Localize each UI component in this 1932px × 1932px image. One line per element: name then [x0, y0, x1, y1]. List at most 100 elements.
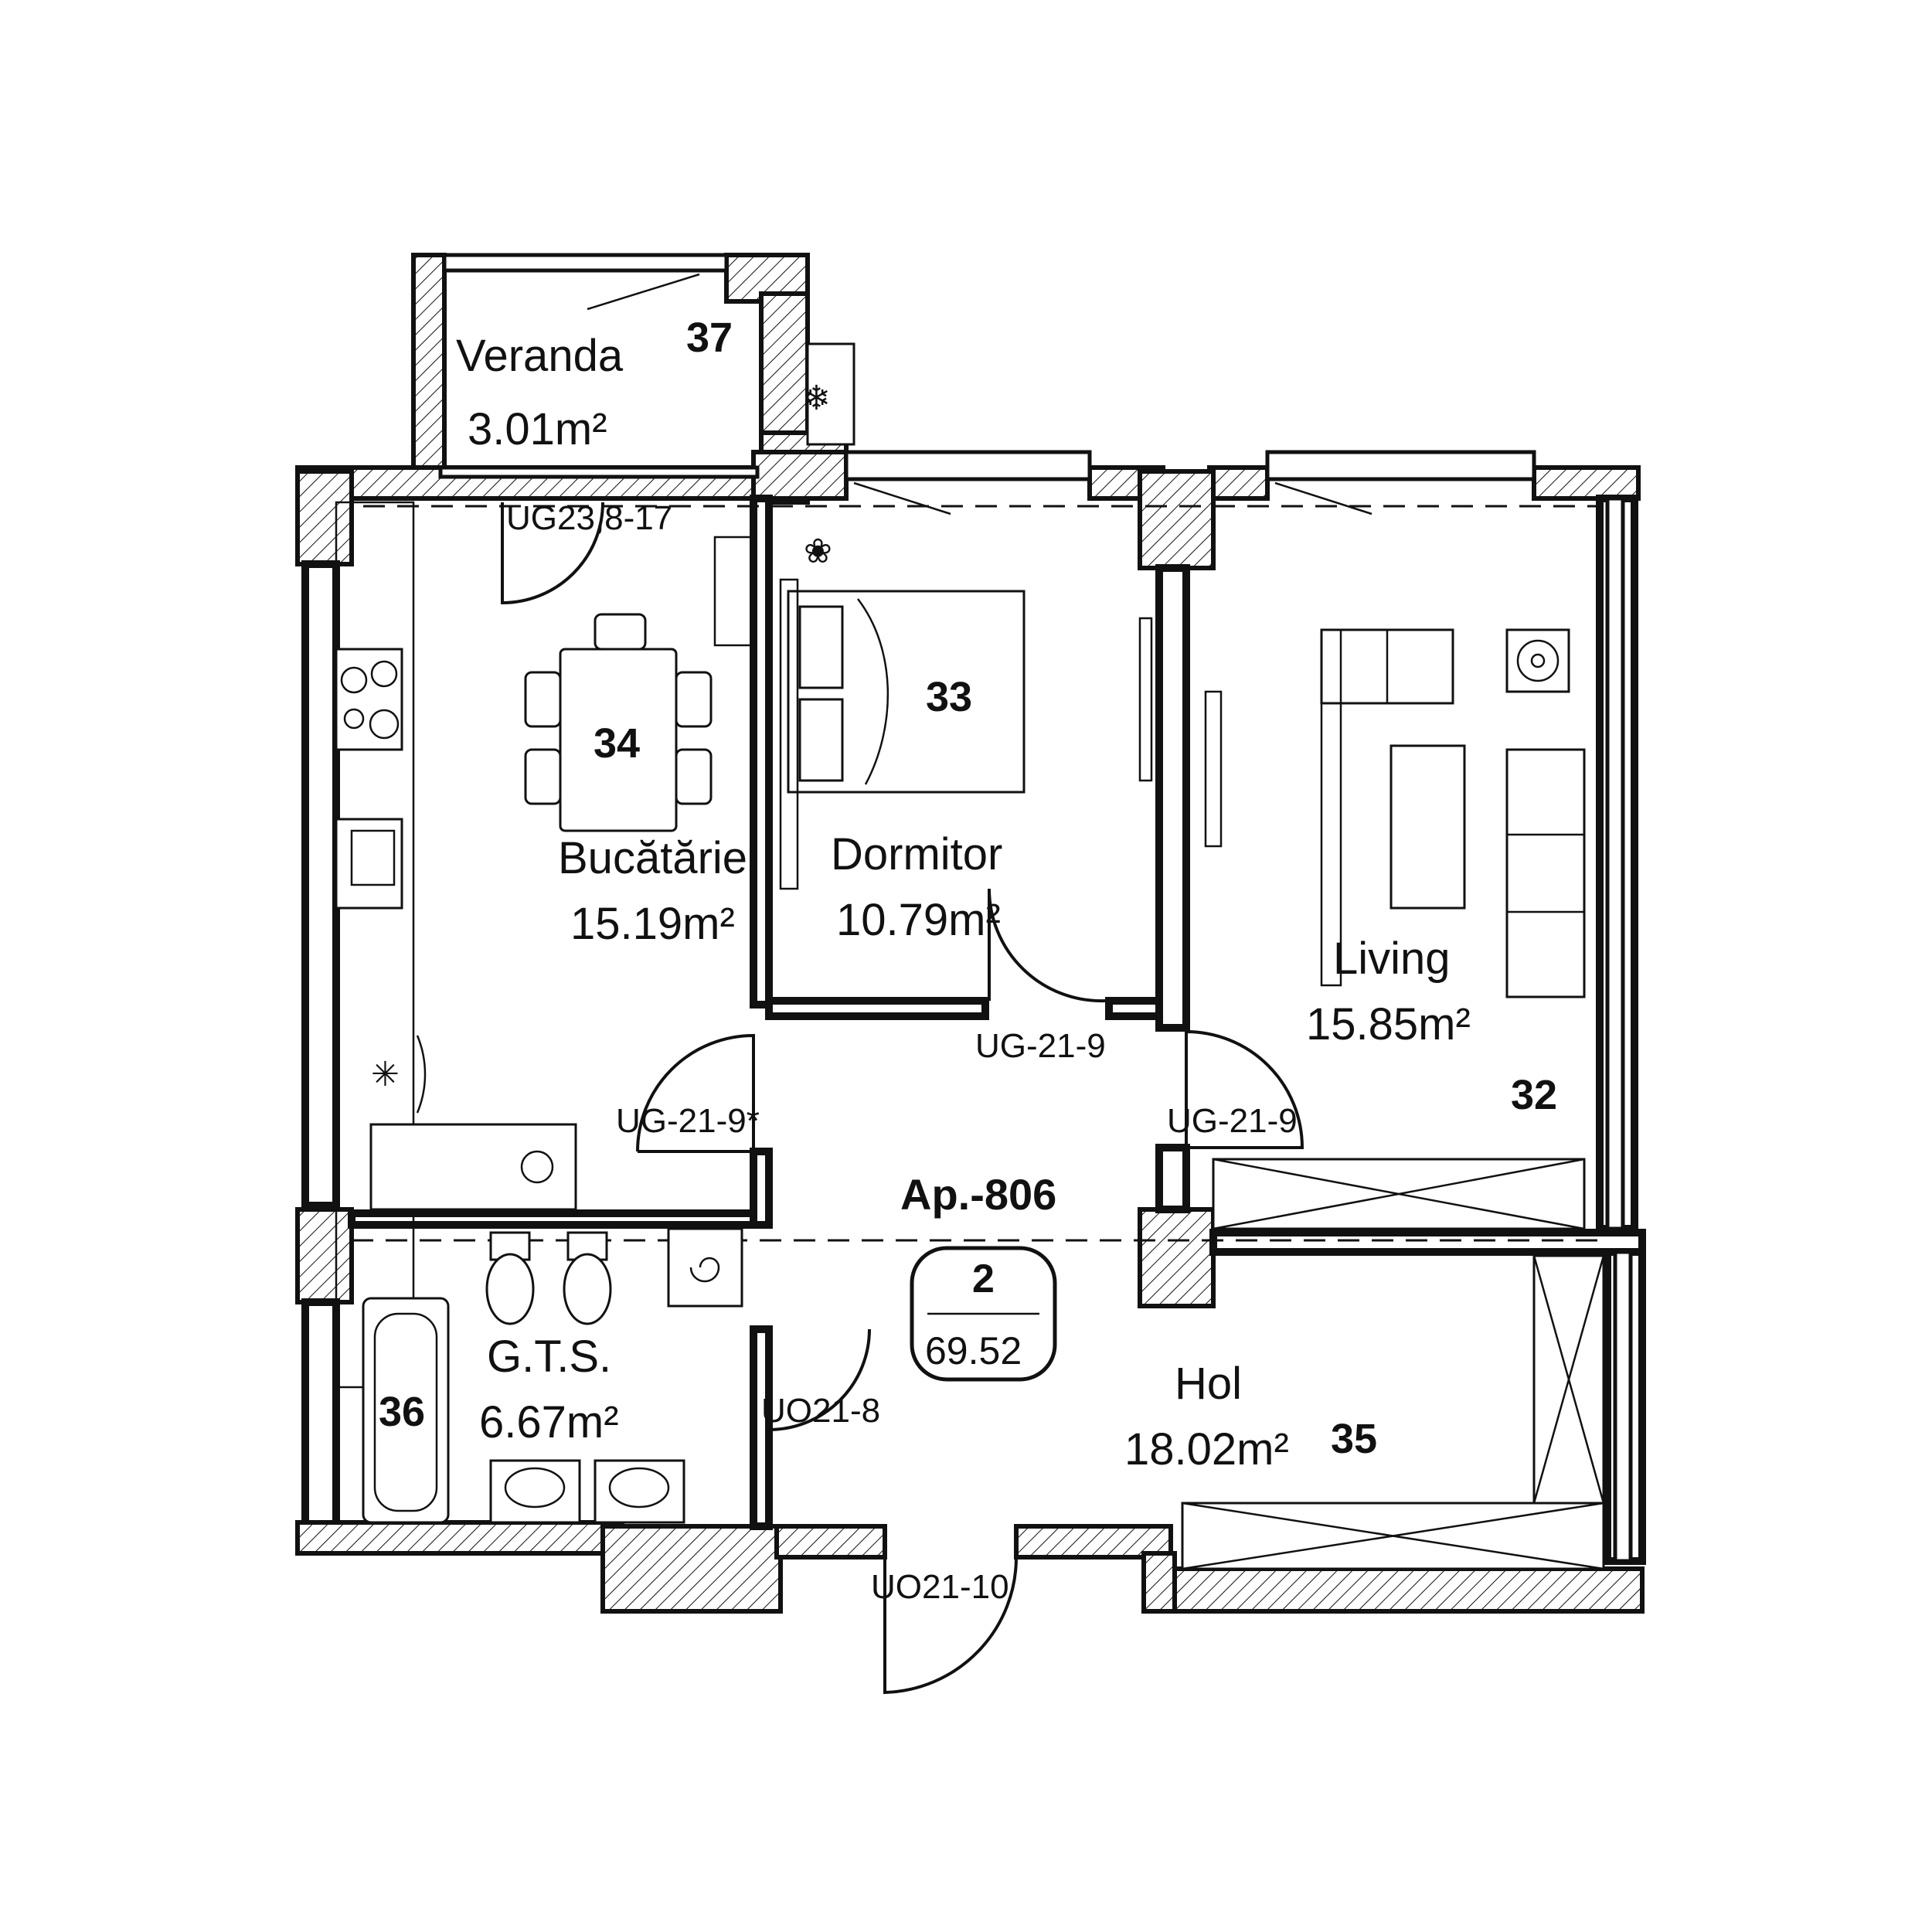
- living-radiator: [1204, 690, 1223, 848]
- kitchen-area: 15.19m²: [570, 899, 735, 949]
- snowflake-icon: ❄: [802, 379, 831, 417]
- apartment-badge: Ap.-806 2 69.52: [900, 1170, 1057, 1382]
- south-wall-bath: [295, 1520, 624, 1556]
- washing-machine: [667, 1227, 743, 1308]
- kitchen-name: Bucătărie: [558, 833, 747, 883]
- bedroom-radiator: [779, 578, 799, 890]
- west-wall-mid: [295, 1207, 354, 1304]
- north-wall-b: [1207, 465, 1270, 501]
- blanket-fold: [857, 598, 889, 785]
- bedroom-furniture: ❀: [779, 532, 1153, 890]
- kitchen-furniture: ✳: [335, 501, 755, 1389]
- bedroom-number: 33: [926, 674, 972, 720]
- burner-3: [343, 708, 365, 730]
- kitchen-hall-partition: [750, 1148, 773, 1229]
- corner-cabinet-arc: [416, 1035, 427, 1114]
- bedroom-south-wall-a: [765, 997, 989, 1020]
- bedroom-door-swing[interactable]: [988, 888, 1106, 1003]
- apartment-label: Ap.-806: [900, 1170, 1056, 1219]
- kitchen-number: 34: [594, 720, 640, 767]
- living-window: [1265, 450, 1536, 481]
- living-door-swing[interactable]: [1185, 1030, 1304, 1149]
- hall-furniture: [1181, 1254, 1605, 1570]
- south-wall-hall: [1172, 1566, 1645, 1614]
- kitchen-door-swing[interactable]: [636, 1033, 755, 1153]
- tv-console: [1320, 628, 1342, 987]
- veranda-glass-door: [438, 465, 760, 479]
- living-furniture: [1204, 628, 1586, 1230]
- wardrobe-cross-2: [1213, 1158, 1585, 1230]
- washer-drum: [689, 1257, 720, 1283]
- sink-1-basin: [504, 1467, 566, 1509]
- entrance-door-swing[interactable]: [883, 1556, 1018, 1695]
- bedroom-window: [844, 450, 1092, 481]
- kitchen-bath-partition: [348, 1209, 757, 1229]
- west-wall-top: [295, 469, 354, 566]
- veranda-door-code: UG23,8-17: [506, 499, 672, 537]
- sink-1: [489, 1459, 581, 1524]
- appliance-dial: [520, 1150, 554, 1184]
- rooms-count: 2: [972, 1257, 995, 1301]
- west-wall: [301, 560, 340, 1209]
- kitchen-radiator: [713, 536, 755, 647]
- living-number: 32: [1511, 1072, 1557, 1118]
- north-wall-mid: [751, 450, 849, 501]
- burner-1: [340, 666, 368, 694]
- ac-unit: ❄: [802, 342, 855, 446]
- veranda-window: [442, 253, 729, 273]
- living-opening-line: [1274, 481, 1372, 515]
- toilet-2: [563, 1253, 612, 1325]
- living-east-window: [1605, 496, 1625, 1231]
- kitchen-door-code: UG-21-9*: [616, 1102, 760, 1140]
- living-hall-partition: [1155, 1144, 1190, 1213]
- total-area: 69.52: [925, 1329, 1022, 1372]
- living-door-code: UG-21-9: [1167, 1102, 1298, 1140]
- south-wall-entry-right: [1014, 1524, 1173, 1560]
- chair-top: [594, 613, 647, 651]
- ac-box: [806, 342, 855, 446]
- windows: [352, 253, 1633, 1563]
- doors: [501, 502, 1304, 1695]
- bedroom-name: Dormitor: [831, 829, 1002, 879]
- south-wall-entry-left: [774, 1524, 887, 1560]
- veranda-west-wall: [411, 253, 447, 474]
- veranda-number: 37: [686, 315, 733, 361]
- living-hall-wall: [1209, 1229, 1646, 1256]
- bedroom-area: 10.79m²: [836, 895, 1001, 945]
- bathroom-door-code: UO21-8: [761, 1392, 880, 1430]
- bedroom-door-code: UG-21-9: [975, 1027, 1106, 1065]
- cooktop: [335, 648, 403, 751]
- bathroom-door-swing[interactable]: [767, 1328, 871, 1432]
- hall-wardrobe-cross-2: [1182, 1502, 1604, 1570]
- kitchen-bedroom-partition: [750, 495, 773, 1009]
- sofa: [1505, 748, 1586, 998]
- gts-number: 36: [379, 1389, 425, 1435]
- south-shaft: [600, 1524, 783, 1614]
- gts-name: G.T.S.: [487, 1332, 611, 1382]
- coffee-table: [1389, 744, 1466, 910]
- structural-column-north: [1138, 469, 1216, 570]
- structural-column-center: [1138, 1207, 1216, 1308]
- south-step: [1141, 1551, 1177, 1614]
- bathtub-inner: [373, 1312, 438, 1512]
- chair-right-2: [675, 748, 713, 805]
- chair-left-1: [524, 671, 562, 728]
- veranda-area: 3.01m²: [468, 404, 607, 454]
- veranda-opening-line: [587, 273, 700, 311]
- bedroom-opening-line: [853, 481, 951, 515]
- burner-2: [370, 660, 398, 688]
- chair-right-1: [675, 671, 713, 728]
- door-labels: UG23,8-17 UG-21-9* UG-21-9 UG-21-9 UO21-…: [506, 499, 1298, 1606]
- veranda-door-swing[interactable]: [501, 502, 604, 605]
- hall-east-window: [1613, 1250, 1633, 1563]
- hall-side-cross-2: [1532, 1255, 1605, 1504]
- lamp-inner: [1530, 653, 1546, 668]
- gts-area: 6.67m²: [479, 1397, 619, 1447]
- side-table: [1505, 628, 1570, 693]
- north-wall-c: [1532, 465, 1641, 501]
- bedroom-wardrobe: [1138, 617, 1153, 782]
- burner-4: [369, 709, 400, 740]
- bathroom-furniture: [362, 1227, 743, 1524]
- toilet-1: [485, 1253, 535, 1325]
